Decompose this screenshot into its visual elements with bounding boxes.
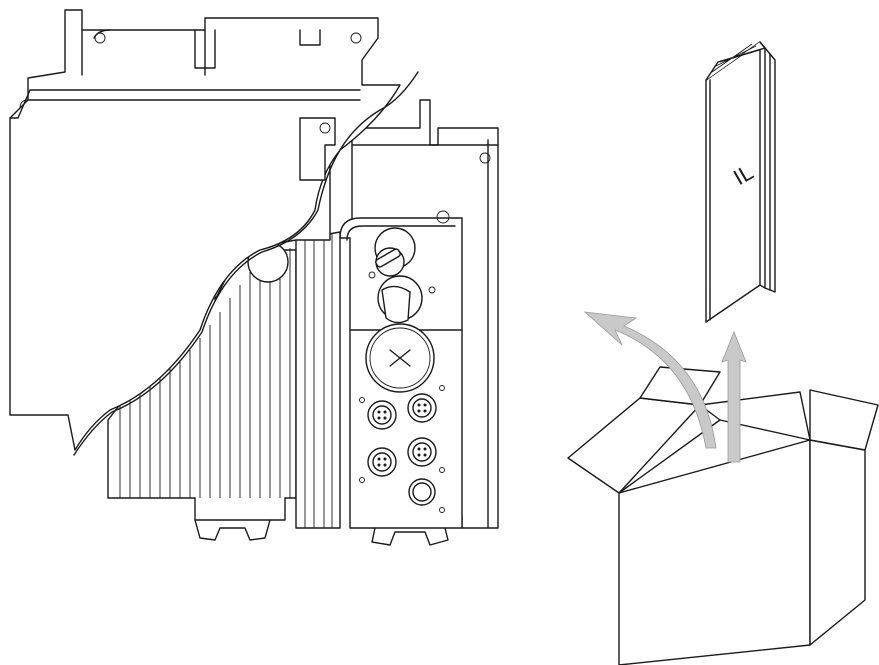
m12-connector-3 xyxy=(367,447,397,477)
middle-rail xyxy=(295,231,341,529)
m12-connector-2 xyxy=(407,393,437,423)
motor-starter-device xyxy=(9,9,499,546)
heat-sink xyxy=(107,248,297,541)
lift-arrow-vertical xyxy=(721,330,747,463)
m12-connector-4 xyxy=(407,437,437,467)
right-module-front xyxy=(339,210,463,546)
instruction-leaflet: IL xyxy=(705,41,776,323)
device-cover xyxy=(9,9,419,456)
lift-arrow-curved xyxy=(583,311,717,449)
cover-plug xyxy=(365,323,435,393)
right-selector-switch-top xyxy=(374,227,416,277)
shipping-box xyxy=(567,366,879,665)
m12-connector-1 xyxy=(367,400,397,430)
blanking-plug xyxy=(408,478,436,506)
right-selector-switch-bottom xyxy=(377,275,423,324)
heat-sink-fins xyxy=(119,248,291,498)
